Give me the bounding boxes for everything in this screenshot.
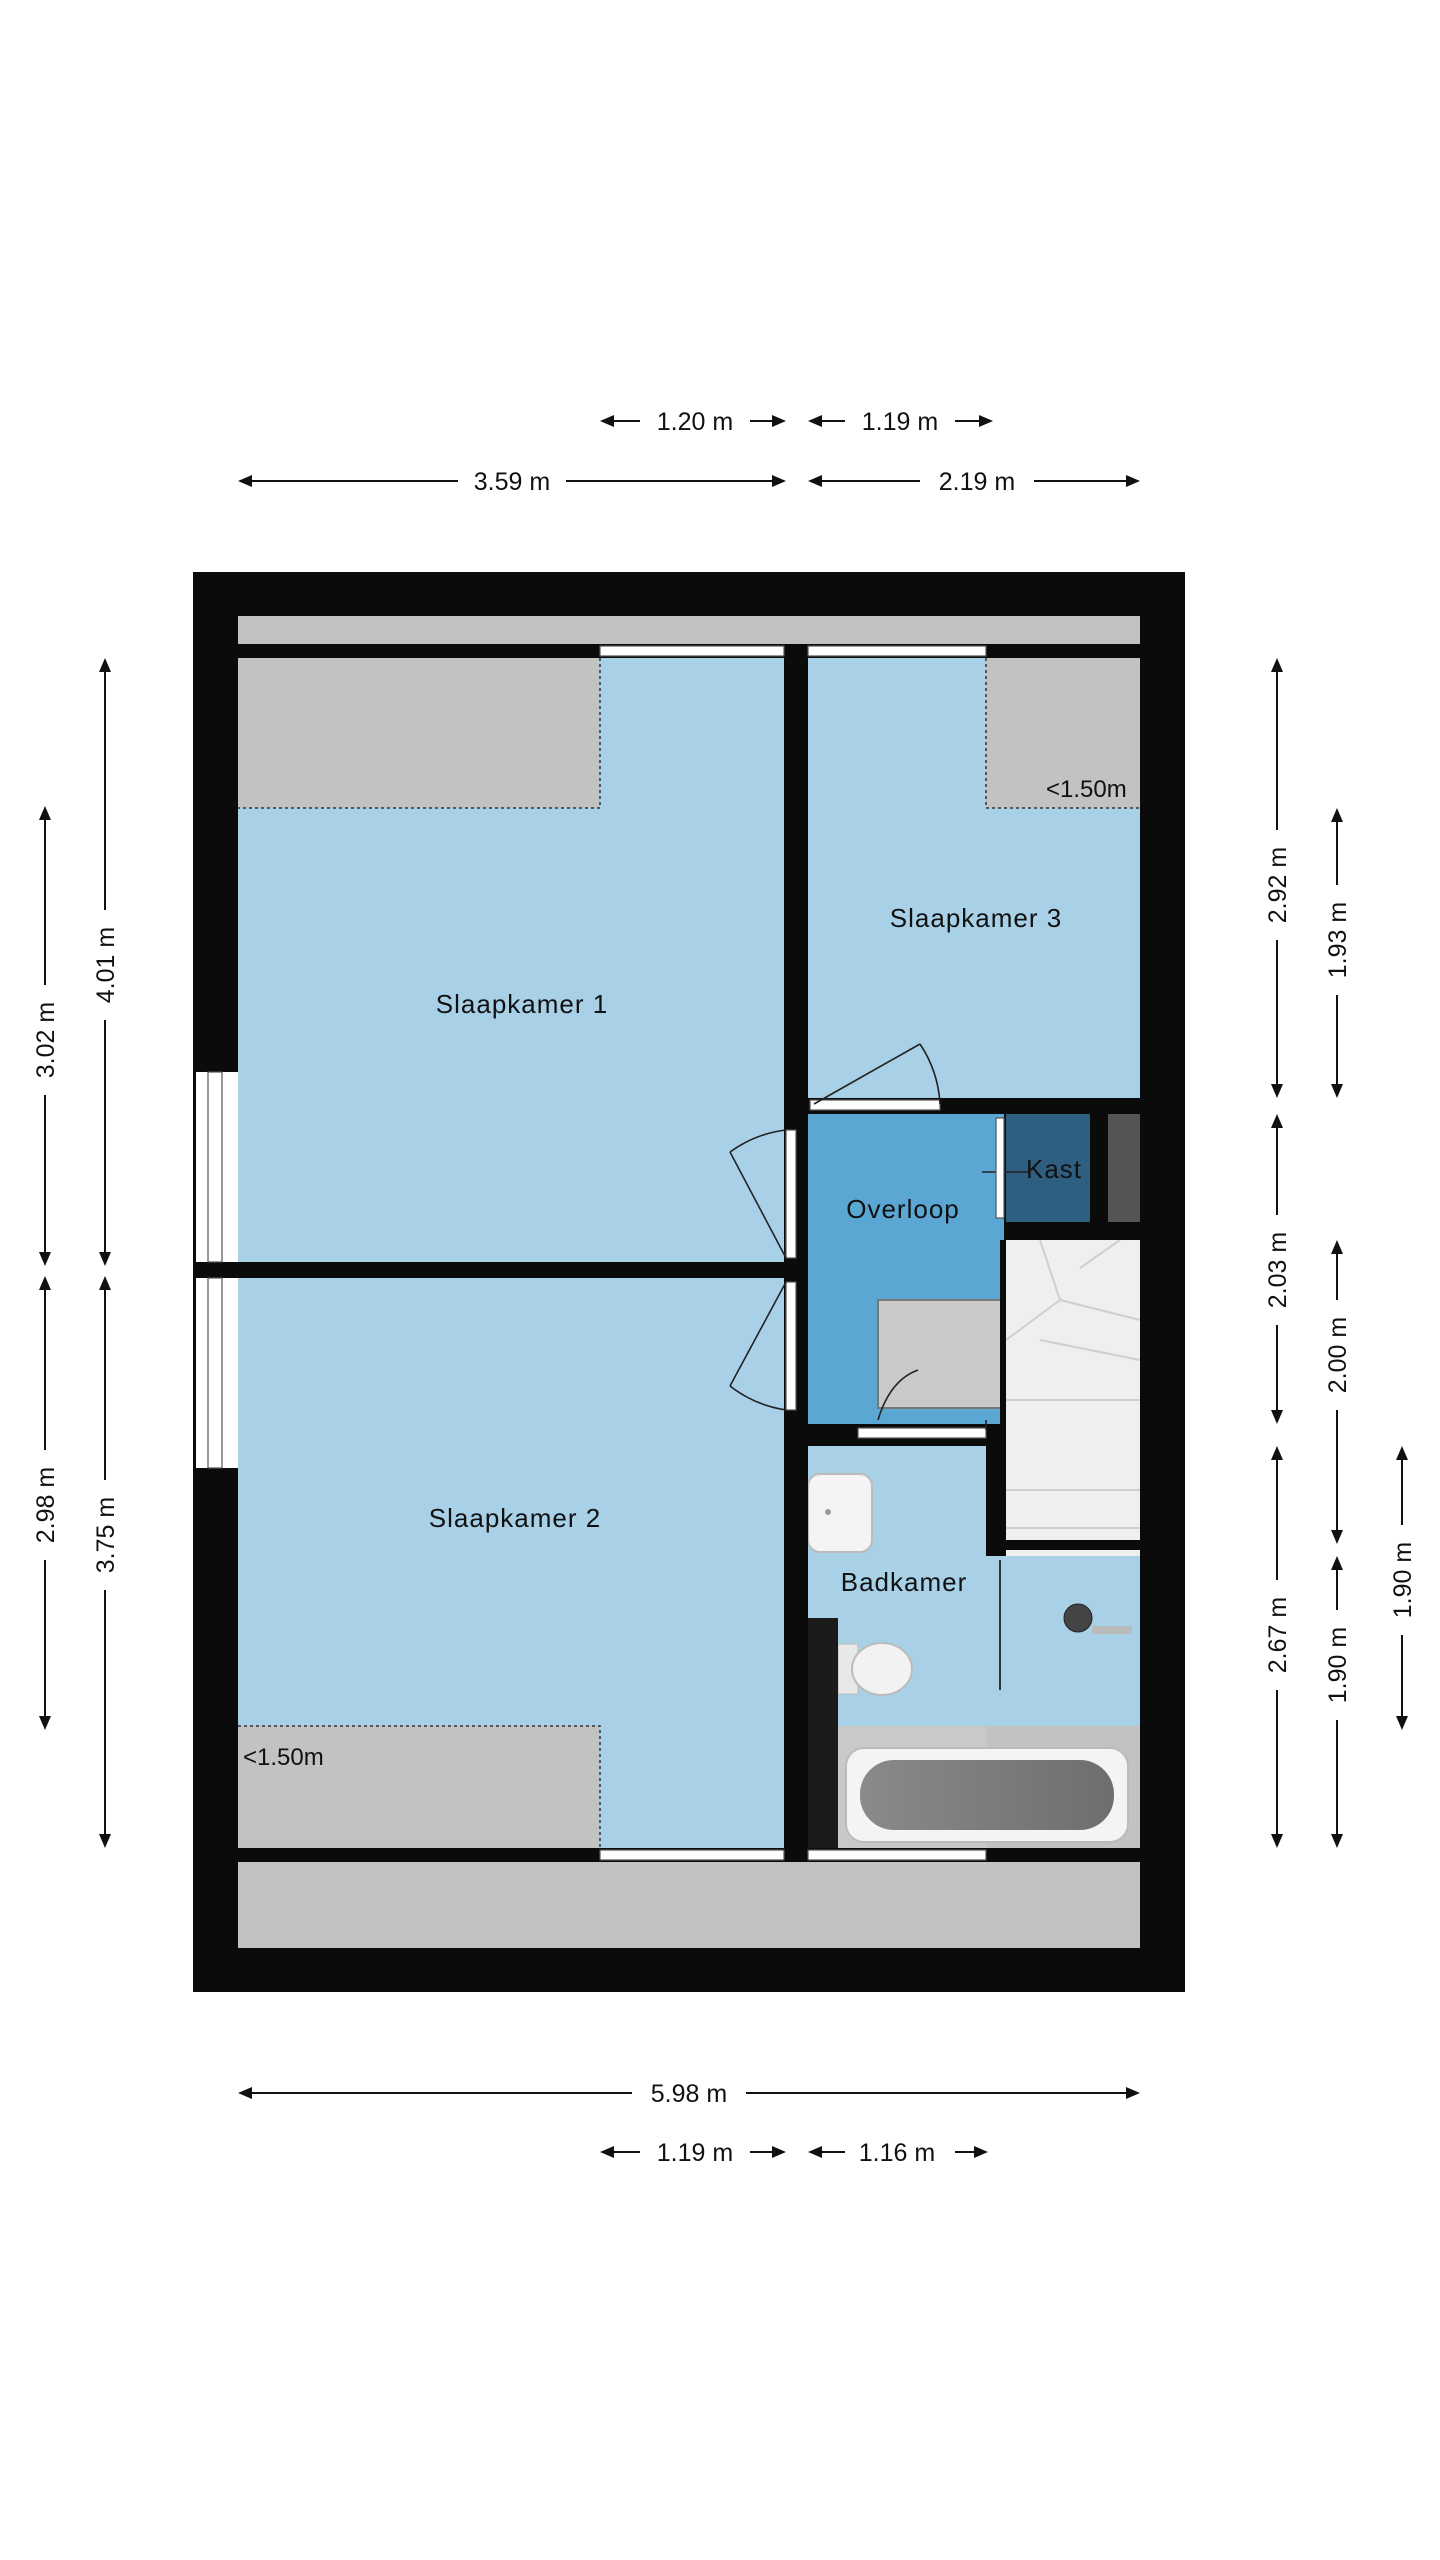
- stair-return: [996, 1446, 1140, 1556]
- toilet-bowl: [851, 1642, 913, 1696]
- window: [207, 1277, 223, 1469]
- svg-text:1.93 m: 1.93 m: [1324, 902, 1352, 978]
- low-ceiling-area-slaapkamer-3: [986, 658, 1140, 808]
- room-label-slaapkamer-1: Slaapkamer 1: [436, 989, 608, 1019]
- dimension-right-mid-2: 2.00 m: [1324, 1240, 1352, 1544]
- bathtub-basin: [860, 1760, 1114, 1830]
- svg-text:2.67 m: 2.67 m: [1264, 1597, 1292, 1673]
- svg-text:1.16 m: 1.16 m: [859, 2139, 935, 2167]
- wall: [1140, 616, 1185, 1948]
- dimension-top-row2-left: 3.59 m: [238, 468, 786, 496]
- shower-head: [1063, 1603, 1093, 1633]
- window: [807, 645, 987, 657]
- room-label-badkamer: Badkamer: [841, 1567, 968, 1597]
- door-frame: [809, 1099, 941, 1111]
- svg-text:1.90 m: 1.90 m: [1324, 1627, 1352, 1703]
- svg-text:3.59 m: 3.59 m: [474, 468, 550, 496]
- low-ceiling-strip-bottom: [238, 1862, 1140, 1948]
- window: [207, 1071, 223, 1263]
- low-ceiling-area-slaapkamer-1: [238, 658, 600, 808]
- door-swing-slaapkamer-3: [813, 1043, 941, 1105]
- svg-text:1.19 m: 1.19 m: [657, 2139, 733, 2167]
- door-frame: [785, 1281, 797, 1411]
- door-frame: [857, 1427, 987, 1439]
- window: [599, 645, 785, 657]
- low-ceiling-strip-top: [238, 616, 1140, 644]
- bathroom-wall-strip: [808, 1618, 838, 1848]
- svg-text:3.75 m: 3.75 m: [92, 1497, 120, 1573]
- svg-text:3.02 m: 3.02 m: [32, 1002, 60, 1078]
- sink: [807, 1473, 873, 1553]
- dimension-left-inner-bottom: 3.75 m: [92, 1276, 120, 1848]
- sink-drain: [825, 1509, 831, 1515]
- low-ceiling-area-slaapkamer-2: [238, 1726, 600, 1848]
- window: [807, 1849, 987, 1861]
- dimension-top-row1-right: 1.19 m: [808, 408, 993, 436]
- svg-text:5.98 m: 5.98 m: [651, 2080, 727, 2108]
- shower-bar: [1092, 1626, 1132, 1634]
- low-ceiling-note-slaapkamer-3: <1.50m: [1046, 776, 1127, 803]
- svg-text:2.03 m: 2.03 m: [1264, 1232, 1292, 1308]
- wall: [1006, 1222, 1140, 1240]
- room-label-overloop: Overloop: [846, 1194, 960, 1224]
- dimension-bottom-row2-left: 1.19 m: [600, 2139, 786, 2167]
- dimension-left-outer-top: 3.02 m: [32, 806, 60, 1266]
- svg-text:2.00 m: 2.00 m: [1324, 1317, 1352, 1393]
- dimension-right-inner-3: 2.67 m: [1264, 1446, 1292, 1848]
- svg-text:2.92 m: 2.92 m: [1264, 847, 1292, 923]
- door-swing-slaapkamer-1: [729, 1129, 787, 1259]
- room-label-kast: Kast: [1026, 1154, 1082, 1184]
- stair-wall: [1000, 1240, 1006, 1540]
- room-label-slaapkamer-2: Slaapkamer 2: [429, 1503, 601, 1533]
- wall: [986, 1424, 1006, 1556]
- dimension-right-mid-1: 1.93 m: [1324, 808, 1352, 1098]
- dimension-left-outer-bottom: 2.98 m: [32, 1276, 60, 1730]
- wall: [193, 1262, 808, 1278]
- svg-text:1.20 m: 1.20 m: [657, 408, 733, 436]
- room-kast: [1006, 1114, 1090, 1222]
- dimension-left-inner-top: 4.01 m: [92, 658, 120, 1266]
- svg-text:2.98 m: 2.98 m: [32, 1467, 60, 1543]
- room-label-slaapkamer-3: Slaapkamer 3: [890, 903, 1062, 933]
- kast-door-frame: [995, 1117, 1005, 1219]
- svg-text:1.90 m: 1.90 m: [1389, 1542, 1417, 1618]
- stair-landing-wall: [996, 1540, 1140, 1550]
- low-ceiling-note-slaapkamer-2: <1.50m: [243, 1744, 324, 1771]
- dimension-right-outer-1: 1.90 m: [1389, 1446, 1417, 1730]
- svg-text:2.19 m: 2.19 m: [939, 468, 1015, 496]
- dimension-right-mid-3: 1.90 m: [1324, 1556, 1352, 1848]
- dimension-right-inner-2: 2.03 m: [1264, 1114, 1292, 1424]
- svg-text:1.19 m: 1.19 m: [862, 408, 938, 436]
- dimension-top-row2-right: 2.19 m: [808, 468, 1140, 496]
- svg-text:4.01 m: 4.01 m: [92, 927, 120, 1003]
- wall: [1090, 1114, 1108, 1222]
- hatch-arc: [877, 1369, 919, 1421]
- window: [599, 1849, 785, 1861]
- dimension-bottom-row1: 5.98 m: [238, 2080, 1140, 2108]
- door-frame: [785, 1129, 797, 1259]
- dimension-right-inner-1: 2.92 m: [1264, 658, 1292, 1098]
- dimension-top-row1-left: 1.20 m: [600, 408, 786, 436]
- low-ceiling-boundary: [238, 658, 601, 809]
- dimension-bottom-row2-right: 1.16 m: [808, 2139, 988, 2167]
- kast-side-panel: [1108, 1114, 1140, 1222]
- low-ceiling-boundary: [238, 1725, 601, 1848]
- door-swing-slaapkamer-2: [729, 1281, 787, 1411]
- low-ceiling-boundary: [985, 658, 1140, 809]
